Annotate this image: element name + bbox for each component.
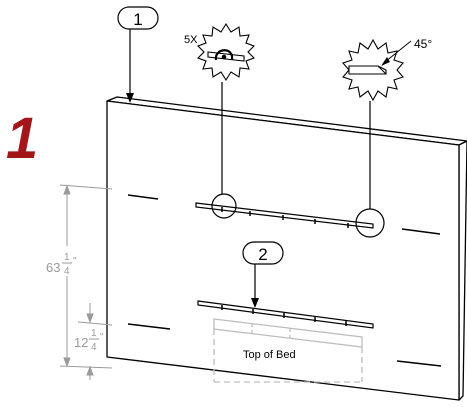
lower-cleat — [197, 300, 374, 329]
angle-arrow — [381, 57, 390, 66]
stud-mark — [401, 228, 441, 235]
screw-head-icon — [221, 54, 227, 60]
bed-label: Top of Bed — [243, 349, 296, 361]
lower-cleat-screws — [221, 305, 347, 326]
stud-marks — [127, 194, 442, 367]
angle-detail: 45° — [342, 37, 432, 102]
leader-arrow — [251, 298, 259, 308]
leader-arrow — [126, 93, 134, 103]
stud-mark — [396, 360, 442, 367]
screw-qty: 5X — [184, 34, 198, 46]
dim-upper-unit: " — [73, 256, 77, 267]
screw-detail: 5X — [184, 22, 255, 82]
extension-line — [59, 365, 113, 369]
dim-upper-num: 1 — [64, 252, 70, 263]
upper-cleat — [195, 202, 374, 229]
step-number: 1 — [6, 106, 38, 171]
dim-upper: 63 1 4 " — [46, 252, 77, 277]
detail-circle-screw — [211, 193, 237, 219]
callout-label: 1 — [133, 10, 142, 29]
lower-cleat-body — [197, 300, 374, 329]
stud-mark — [127, 323, 171, 330]
bed-sides — [213, 329, 363, 382]
dimension-lines — [59, 184, 113, 380]
dim-upper-den: 4 — [64, 266, 70, 277]
bed-divisions — [251, 323, 291, 338]
dim-lower: 12 1 4 " — [74, 328, 104, 353]
dim-lower-den: 4 — [91, 342, 97, 353]
dim-arrow — [86, 365, 94, 376]
detail-burst — [197, 22, 255, 82]
dim-lower-num: 1 — [91, 328, 97, 339]
callout-bubble — [242, 241, 284, 265]
dim-arrow — [63, 357, 71, 368]
angle-label: 45° — [414, 37, 432, 51]
dim-arrow — [63, 184, 71, 195]
dim-arrow — [86, 313, 94, 324]
callout-1: 1 — [117, 6, 159, 103]
upper-cleat-body — [195, 202, 374, 229]
screw-icon — [214, 49, 234, 61]
stud-mark — [127, 194, 159, 200]
bevel-edge — [377, 65, 387, 75]
extension-line — [77, 321, 113, 326]
callout-bubble — [117, 6, 159, 30]
panel-side-edge — [458, 140, 467, 401]
detail-circles — [211, 82, 385, 238]
upper-cleat-screws — [221, 207, 349, 228]
bevel-section — [348, 65, 387, 75]
dim-lower-whole: 12 — [74, 335, 88, 350]
bed-outline — [213, 318, 363, 383]
dim-lower-unit: " — [100, 332, 104, 343]
angle-leader — [384, 40, 412, 63]
callout-2: 2 — [242, 241, 284, 308]
callout-label: 2 — [258, 245, 267, 264]
dim-upper-whole: 63 — [46, 260, 60, 275]
extension-line — [59, 184, 113, 190]
